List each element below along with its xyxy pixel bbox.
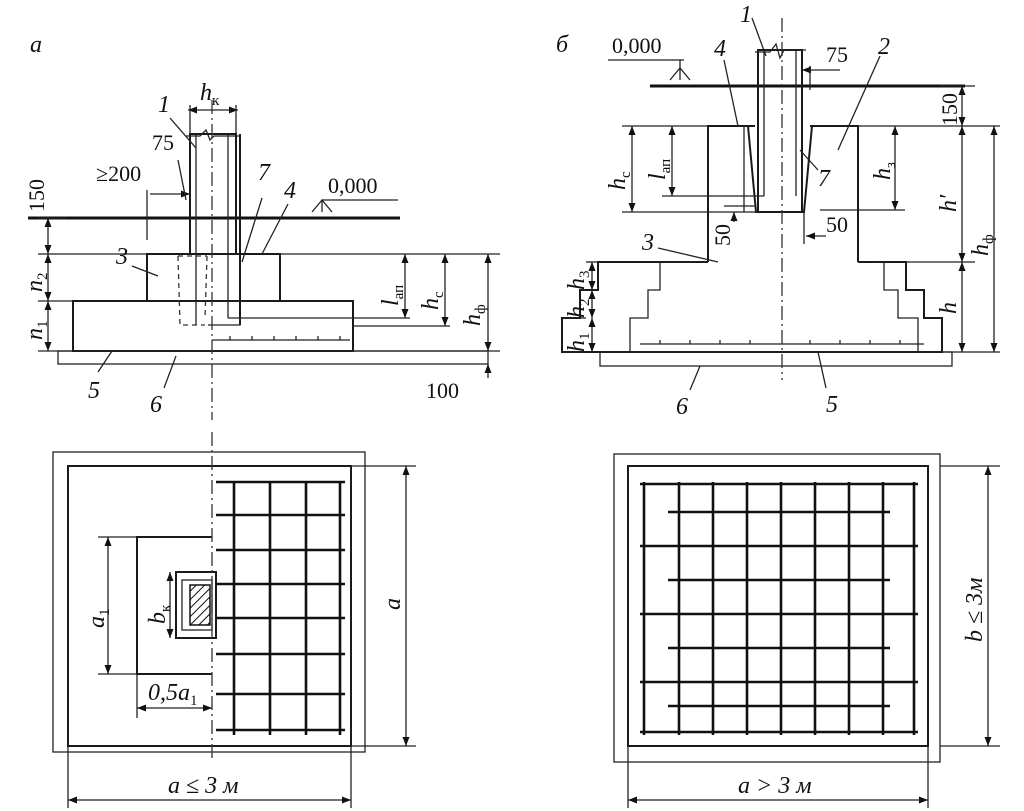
dim-200-a: ≥200 — [96, 161, 141, 186]
mesh-a — [216, 480, 345, 735]
n1-dim: n1 — [22, 321, 51, 341]
h3-dim-b: h3 — [564, 271, 593, 291]
mark-3-a: 3 — [115, 244, 128, 270]
footing-slab-a — [72, 300, 354, 352]
prep-layer-a — [57, 350, 489, 365]
column-section-a — [189, 584, 211, 626]
slab-outline-b — [627, 465, 929, 747]
half-a1-dim: 0,5a1 — [148, 680, 198, 709]
slab-outline-a — [67, 465, 352, 747]
b-dim-label: b ≤ 3м — [962, 578, 988, 643]
lan-dim-b: lап — [645, 159, 674, 180]
n2-dim: n2 — [22, 273, 51, 293]
a1-dim: a1 — [84, 609, 113, 629]
h1-dim-b: h1 — [564, 333, 593, 353]
dim-75-b: 75 — [826, 42, 848, 67]
prep-layer-b — [599, 351, 953, 367]
h2-dim-b: h2 — [564, 299, 593, 319]
mark-4-a: 4 — [284, 178, 296, 204]
bk-dim: bк — [145, 604, 174, 624]
hc-dim-b: hс — [605, 171, 634, 190]
column-a — [189, 133, 237, 255]
level-label-b: 0,000 — [612, 33, 662, 58]
mark-4-b: 4 — [714, 36, 726, 62]
level-label-a: 0,000 — [328, 173, 378, 198]
dim-50-right-b: 50 — [826, 212, 848, 237]
figure-a-plan: a1 bк 0,5a1 a a ≤ 3 м — [52, 432, 416, 808]
h3z-dim-b: hз — [870, 162, 899, 180]
prep-outline-a — [52, 451, 366, 753]
mark-6-b: 6 — [676, 394, 688, 420]
mesh-b — [640, 482, 918, 735]
dim-150-b: 150 — [937, 93, 962, 126]
hf-dim-b: hф — [968, 234, 997, 256]
level-marker-b: 0,000 — [608, 33, 691, 81]
h-dim-b: h — [936, 302, 962, 314]
mark-7-b: 7 — [818, 166, 831, 192]
dim-150-a: 150 — [24, 179, 49, 212]
mark-1-a: 1 — [158, 92, 170, 118]
lan-dim-a: lап — [378, 285, 407, 306]
a-dim-vertical: a — [380, 598, 406, 610]
mark-2-b: 2 — [878, 34, 890, 60]
slab-rebar-ticks-a — [229, 336, 341, 340]
width-label-b: a > 3 м — [738, 773, 812, 799]
panel-label-b: б — [556, 32, 569, 58]
mark-5-a: 5 — [88, 378, 100, 404]
width-label-a: a ≤ 3 м — [168, 773, 239, 799]
pedestal-a — [146, 253, 281, 302]
prep-outline-b — [613, 453, 941, 763]
mark-1-b: 1 — [740, 2, 752, 28]
dim-50-left-b: 50 — [710, 224, 735, 246]
figure-b-section: б 0,000 — [556, 2, 1000, 420]
dim-75-a: 75 — [152, 130, 174, 155]
mark-3-b: 3 — [641, 230, 654, 256]
figure-a-section: а 0,000 — [22, 32, 500, 420]
figure-b-plan: b ≤ 3м a > 3 м — [613, 453, 1000, 808]
column-b — [757, 49, 803, 213]
hc-dim-a: hс — [418, 291, 447, 310]
panel-label-a: а — [30, 32, 42, 58]
level-marker-a: 0,000 — [311, 173, 398, 213]
dim-100-a: 100 — [426, 378, 459, 403]
hprime-dim-b: h′ — [936, 194, 962, 212]
hf-dim-a: hф — [460, 304, 489, 326]
slab-rebar-ticks-b — [659, 340, 901, 344]
mark-5-b: 5 — [826, 392, 838, 418]
mark-6-a: 6 — [150, 392, 162, 418]
hk-dim-a: hк — [200, 80, 220, 109]
mark-7-a: 7 — [258, 160, 271, 186]
